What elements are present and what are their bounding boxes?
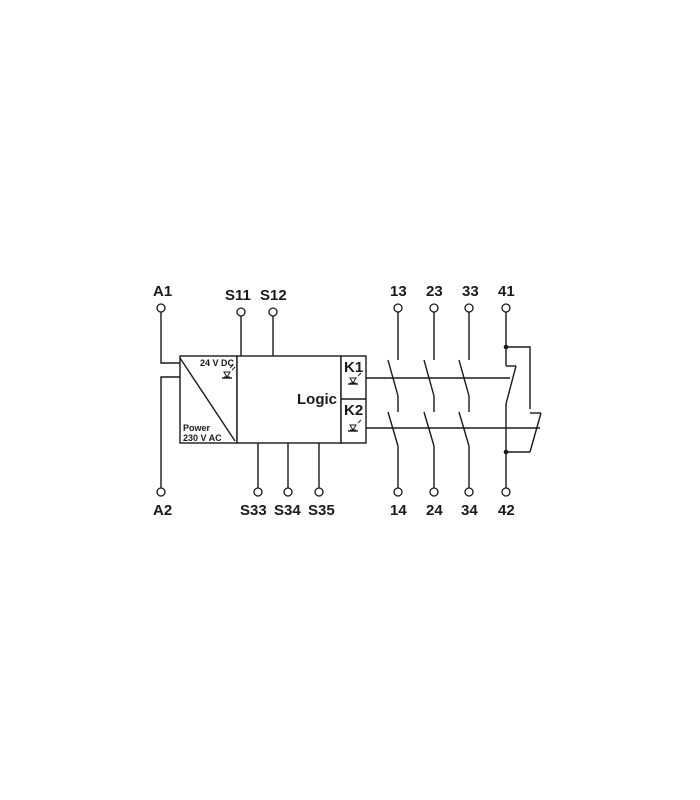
terminal-s34-label: S34: [274, 502, 301, 519]
junction-42: [503, 449, 509, 455]
k1-contact-33: [458, 359, 470, 397]
relay-block: K1 K2: [340, 355, 367, 444]
terminal-34-label: 34: [461, 502, 478, 519]
terminal-23: [429, 303, 439, 313]
relay-k2-label: K2: [344, 402, 363, 419]
terminal-s11: [236, 307, 246, 317]
k1-contact-13: [387, 359, 399, 397]
terminal-41: [501, 303, 511, 313]
terminal-s35-group: S35: [308, 443, 335, 519]
contact-13-14: 13 14: [387, 283, 407, 519]
led-diode-icon: [222, 364, 236, 379]
terminal-a2-label: A2: [153, 502, 172, 519]
wire-a1: [160, 312, 180, 364]
power-block-diagonal: [179, 357, 236, 442]
terminal-42: [501, 487, 511, 497]
terminal-s34-group: S34: [274, 443, 301, 519]
terminal-34: [464, 487, 474, 497]
k1-contact-23: [423, 359, 435, 397]
terminal-14: [393, 487, 403, 497]
terminal-a1-label: A1: [153, 283, 172, 300]
terminal-33: [464, 303, 474, 313]
terminal-s33-label: S33: [240, 502, 267, 519]
k2-led-icon: [348, 419, 362, 432]
terminal-s35: [314, 487, 324, 497]
power-label: Power: [183, 423, 211, 433]
k1-led-icon: [348, 372, 362, 385]
terminal-a2: [156, 487, 166, 497]
terminal-s12-label: S12: [260, 287, 287, 304]
terminal-13: [393, 303, 403, 313]
terminal-s12: [268, 307, 278, 317]
terminal-a1-group: A1: [153, 283, 180, 364]
wire-41-k2-top: [506, 346, 531, 409]
terminal-13-label: 13: [390, 283, 407, 300]
terminal-24-label: 24: [426, 502, 443, 519]
k2-contact-33: [458, 411, 470, 447]
k2-contact-23: [423, 411, 435, 447]
terminal-s12-group: S12: [260, 287, 287, 356]
terminal-23-label: 23: [426, 283, 443, 300]
terminal-a1: [156, 303, 166, 313]
logic-label: Logic: [297, 391, 337, 408]
contact-41-42: 41 42: [498, 283, 542, 519]
terminal-s33: [253, 487, 263, 497]
ac-voltage-label: 230 V AC: [183, 433, 222, 443]
power-block: 24 V DC Power 230 V AC: [179, 355, 238, 444]
terminal-14-label: 14: [390, 502, 407, 519]
terminal-s11-label: S11: [225, 287, 251, 304]
terminal-33-label: 33: [462, 283, 479, 300]
k2-contact-13: [387, 411, 399, 447]
terminal-s34: [283, 487, 293, 497]
k2-contact-41: [529, 412, 542, 453]
k1-contact-41: [505, 365, 517, 405]
wire-a2: [160, 376, 180, 488]
logic-block: Logic: [236, 355, 342, 444]
terminal-a2-group: A2: [153, 376, 180, 519]
terminal-41-label: 41: [498, 283, 515, 300]
dc-voltage-label: 24 V DC: [200, 358, 235, 368]
terminal-42-label: 42: [498, 502, 515, 519]
terminal-s33-group: S33: [240, 443, 267, 519]
terminal-s11-group: S11: [225, 287, 251, 356]
terminal-24: [429, 487, 439, 497]
contact-23-24: 23 24: [423, 283, 443, 519]
relay-k1-label: K1: [344, 359, 363, 376]
contact-33-34: 33 34: [458, 283, 479, 519]
terminal-s35-label: S35: [308, 502, 335, 519]
